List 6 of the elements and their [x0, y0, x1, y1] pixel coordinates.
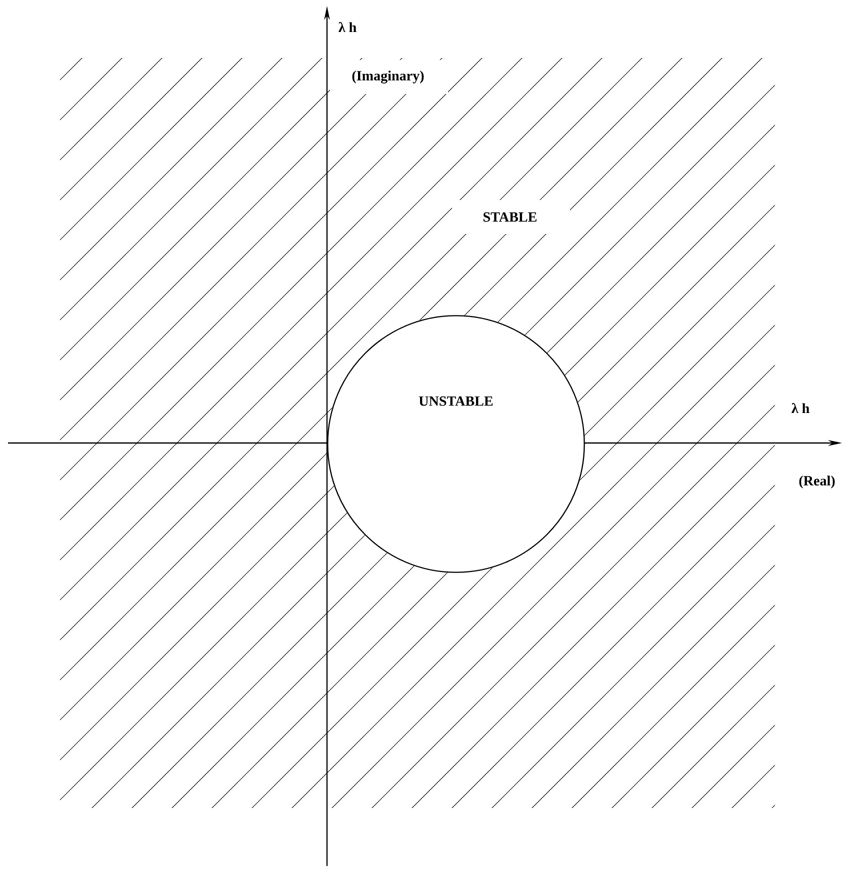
axis-label: λ h: [792, 403, 810, 413]
axis-label: λ h: [338, 22, 356, 32]
region-label: STABLE: [484, 212, 536, 222]
axis-label: (Imaginary): [352, 70, 424, 84]
circle-region: UNSTABLE: [327, 315, 585, 573]
axis-label: (Real): [799, 476, 835, 488]
